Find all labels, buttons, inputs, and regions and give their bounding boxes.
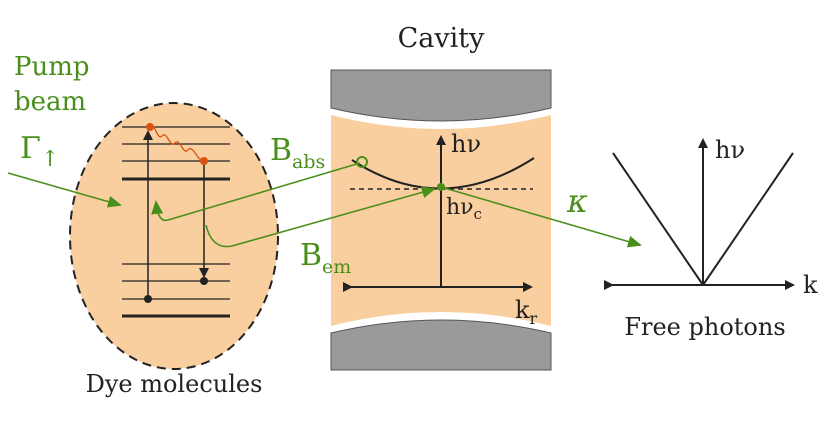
- emission-arrow: [205, 186, 436, 248]
- free-photons-caption: Free photons: [624, 313, 785, 341]
- cavity-loss-arrow: [440, 186, 642, 248]
- free-momentum-label: k: [803, 271, 818, 299]
- bottom-mirror: [330, 319, 552, 371]
- excited-upper-dot: [146, 123, 154, 131]
- dye-ellipse: [69, 102, 279, 370]
- cavity-energy-label: hν: [451, 130, 481, 158]
- free-dispersion-left: [612, 152, 704, 286]
- pump-label-line1: Pump: [14, 52, 90, 82]
- pump-label-line2: beam: [14, 87, 86, 117]
- dye-energy-levels: [122, 126, 230, 318]
- cavity-cutoff-label: hνc: [446, 195, 482, 223]
- b-em-label: Bem: [300, 238, 351, 278]
- absorbed-photon-circle: [356, 156, 368, 168]
- ground-right-dot: [200, 277, 208, 285]
- b-abs-label: Babs: [270, 133, 325, 173]
- free-dispersion-right: [702, 152, 794, 286]
- pump-beam-arrow: [7, 172, 122, 208]
- ground-left-dot: [144, 295, 152, 303]
- dye-molecules-caption: Dye molecules: [86, 370, 263, 398]
- free-energy-label: hν: [715, 136, 745, 164]
- pump-rate-label: Γ↑: [20, 131, 59, 172]
- top-mirror: [330, 69, 552, 122]
- cavity-title: Cavity: [398, 23, 485, 54]
- excited-lower-dot: [200, 157, 208, 165]
- kappa-label: κ: [566, 182, 588, 220]
- absorption-arrow: [151, 162, 361, 222]
- vibrational-relaxation-wave: [149, 125, 205, 162]
- cavity-momentum-label: kr: [515, 296, 538, 328]
